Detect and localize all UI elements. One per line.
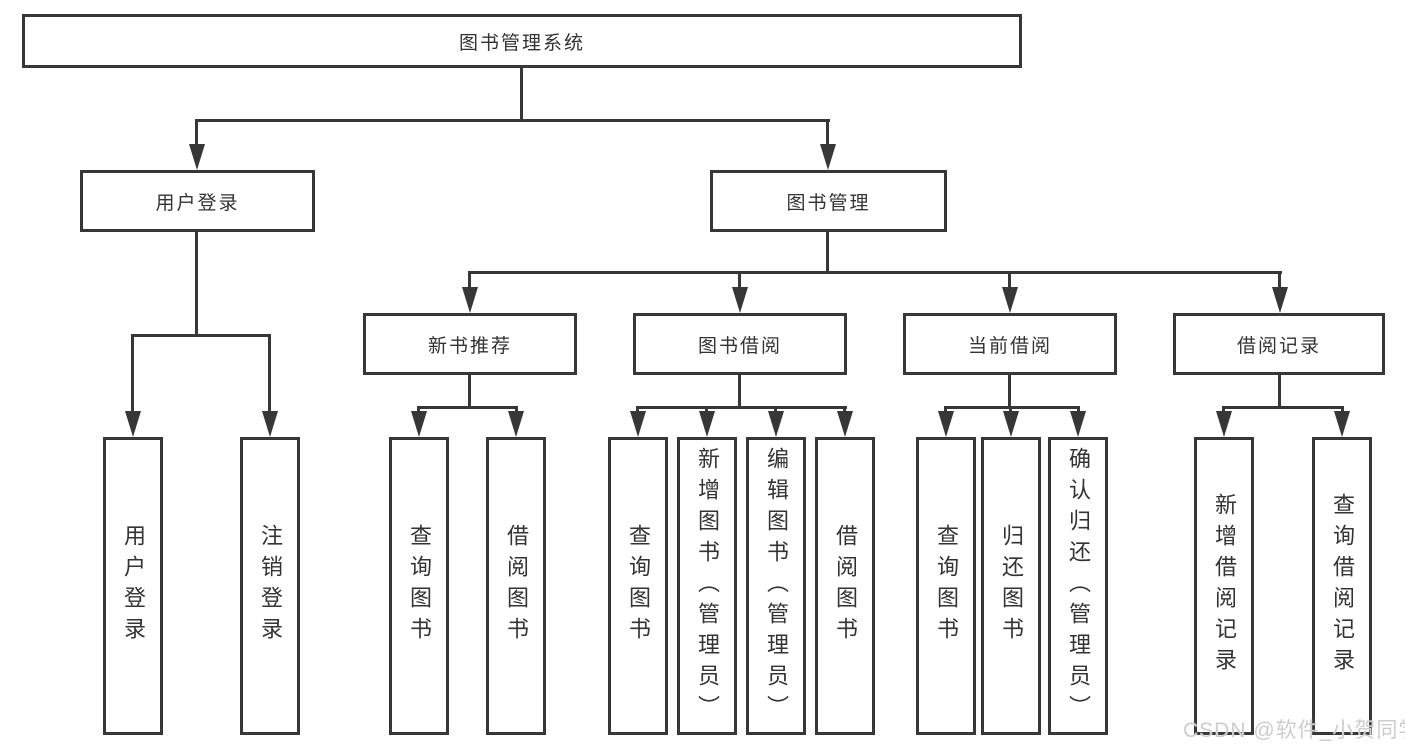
connector-bookmgmt-hline <box>468 271 1282 274</box>
connector-records-drop-2 <box>1341 406 1344 415</box>
leaf-query-borrow-record: 查询借阅记录 <box>1312 437 1372 735</box>
leaf-edit-books-admin: 编辑图书（管理员） <box>746 437 806 735</box>
connector-root-stem <box>520 68 523 122</box>
leaf-borrow-books-label: 借阅图书 <box>833 524 858 648</box>
connector-bookmgmt-stem <box>826 232 829 274</box>
arrowhead-to-leaf-add-record <box>1216 411 1232 437</box>
arrowhead-to-leaf-logout <box>262 411 278 437</box>
arrowhead-to-leaf-borrow-books-2 <box>837 411 853 437</box>
node-book-borrowing: 图书借阅 <box>633 313 847 375</box>
connector-root-hline <box>195 119 830 122</box>
arrowhead-to-leaf-confirm-return <box>1070 411 1086 437</box>
connector-bookmgmt-drop-2 <box>738 271 741 289</box>
connector-borrow-drop-2 <box>705 406 708 415</box>
connector-userlogin-hline <box>131 334 271 337</box>
arrowhead-to-book-borrow <box>732 287 748 313</box>
arrowhead-to-leaf-return-books <box>1003 411 1019 437</box>
arrowhead-to-leaf-user-login <box>125 411 141 437</box>
connector-borrow-drop-3 <box>774 406 777 415</box>
leaf-borrow-books: 借阅图书 <box>815 437 875 735</box>
arrowhead-to-leaf-query-books-2 <box>630 411 646 437</box>
node-user-login: 用户登录 <box>80 170 315 232</box>
leaf-return-books: 归还图书 <box>981 437 1041 735</box>
connector-borrow-drop-1 <box>636 406 639 415</box>
connector-current-stem <box>1008 375 1011 409</box>
connector-bookmgmt-drop-1 <box>468 271 471 289</box>
connector-bookmgmt-drop-3 <box>1008 271 1011 289</box>
arrowhead-to-leaf-query-books-3 <box>938 411 954 437</box>
node-library-management-system: 图书管理系统 <box>22 14 1022 68</box>
arrowhead-to-new-book-rec <box>462 287 478 313</box>
leaf-add-books-admin-label: 新增图书（管理员） <box>695 446 720 726</box>
leaf-add-borrow-record-label: 新增借阅记录 <box>1212 493 1237 679</box>
connector-current-drop-2 <box>1009 406 1012 415</box>
leaf-confirm-return-admin-label: 确认归还（管理员） <box>1066 446 1091 726</box>
leaf-confirm-return-admin: 确认归还（管理员） <box>1048 437 1108 735</box>
arrowhead-to-borrow-records <box>1272 287 1288 313</box>
leaf-return-books-label: 归还图书 <box>999 524 1024 648</box>
arrowhead-to-book-management <box>820 144 836 170</box>
arrowhead-to-current-borrow <box>1002 287 1018 313</box>
arrowhead-to-user-login <box>189 144 205 170</box>
leaf-borrow-books-newrec: 借阅图书 <box>486 437 546 735</box>
leaf-add-books-admin: 新增图书（管理员） <box>677 437 737 735</box>
leaf-query-books-current: 查询图书 <box>916 437 976 735</box>
node-borrowing-records: 借阅记录 <box>1173 313 1385 375</box>
connector-newbook-hline <box>417 406 518 409</box>
connector-root-drop-left <box>195 119 198 148</box>
connector-records-stem <box>1278 375 1281 409</box>
connector-bookmgmt-drop-4 <box>1278 271 1281 289</box>
leaf-logout-label: 注销登录 <box>258 524 283 648</box>
leaf-query-books-newrec-label: 查询图书 <box>407 524 432 648</box>
leaf-borrow-books-newrec-label: 借阅图书 <box>504 524 529 648</box>
connector-current-drop-1 <box>944 406 947 415</box>
connector-borrow-drop-4 <box>843 406 846 415</box>
leaf-user-login-label: 用户登录 <box>121 524 146 648</box>
node-book-management: 图书管理 <box>710 170 947 232</box>
connector-current-hline <box>944 406 1080 409</box>
leaf-add-borrow-record: 新增借阅记录 <box>1194 437 1254 735</box>
connector-userlogin-stem <box>195 232 198 337</box>
leaf-logout: 注销登录 <box>240 437 300 735</box>
leaf-query-books-newrec: 查询图书 <box>389 437 449 735</box>
connector-root-drop-right <box>826 119 829 148</box>
leaf-query-borrow-record-label: 查询借阅记录 <box>1330 493 1355 679</box>
leaf-user-login: 用户登录 <box>103 437 163 735</box>
arrowhead-to-leaf-query-record <box>1334 411 1350 437</box>
connector-current-drop-3 <box>1077 406 1080 415</box>
leaf-query-books-current-label: 查询图书 <box>934 524 959 648</box>
connector-records-hline <box>1222 406 1344 409</box>
connector-userlogin-drop-1 <box>131 334 134 414</box>
csdn-watermark: CSDN @软件_小贺同学 <box>1183 719 1405 742</box>
connector-newbook-stem <box>468 375 471 409</box>
connector-newbook-drop-1 <box>417 406 420 415</box>
connector-newbook-drop-2 <box>515 406 518 415</box>
connector-borrow-stem <box>738 375 741 409</box>
node-current-borrowing: 当前借阅 <box>903 313 1117 375</box>
arrowhead-to-leaf-edit-books <box>768 411 784 437</box>
arrowhead-to-leaf-borrow-books-1 <box>508 411 524 437</box>
connector-userlogin-drop-2 <box>268 334 271 414</box>
leaf-edit-books-admin-label: 编辑图书（管理员） <box>764 446 789 726</box>
leaf-query-books-borrow: 查询图书 <box>608 437 668 735</box>
arrowhead-to-leaf-query-books-1 <box>411 411 427 437</box>
node-new-book-recommendation: 新书推荐 <box>363 313 577 375</box>
arrowhead-to-leaf-add-books <box>699 411 715 437</box>
leaf-query-books-borrow-label: 查询图书 <box>626 524 651 648</box>
connector-records-drop-1 <box>1222 406 1225 415</box>
connector-borrow-hline <box>636 406 847 409</box>
